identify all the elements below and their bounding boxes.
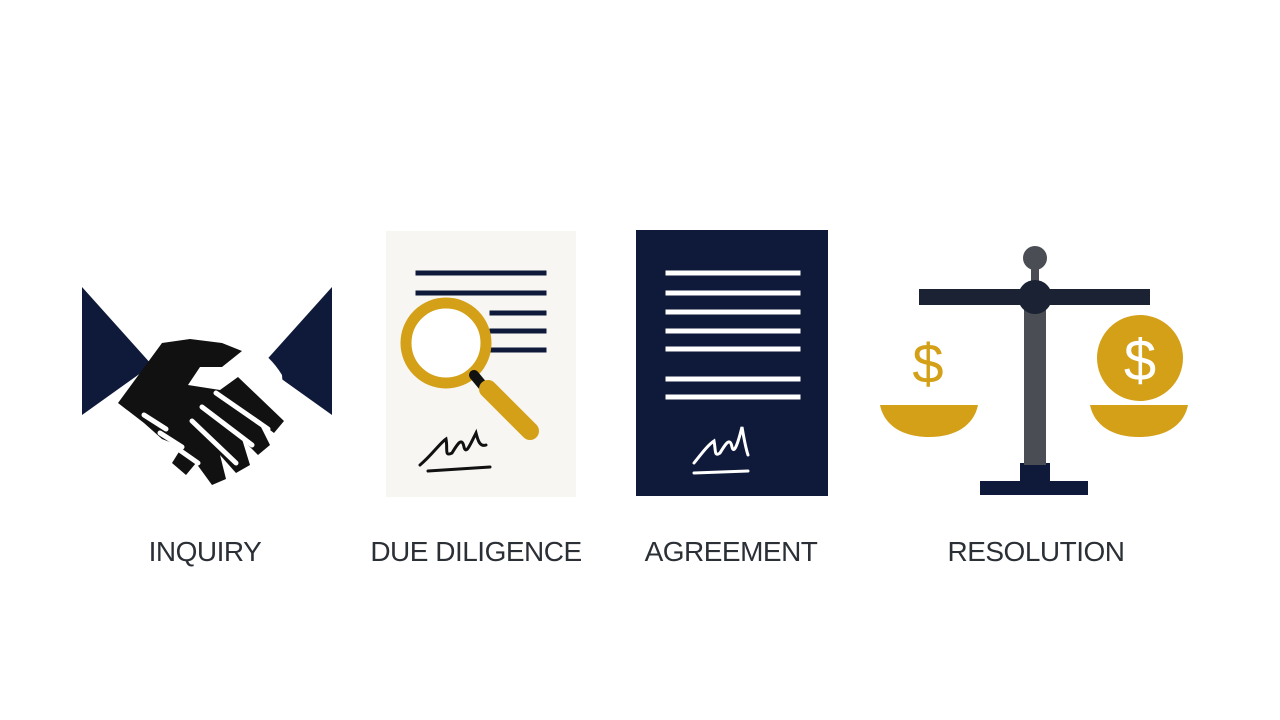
left-scale-pan <box>880 405 978 437</box>
step-label-due-diligence: DUE DILIGENCE <box>370 536 582 567</box>
contract-sheet <box>636 230 828 496</box>
signed-contract-icon <box>636 230 828 496</box>
balance-scale-icon: $ $ <box>880 246 1188 495</box>
signature-mark <box>418 428 488 467</box>
svg-text:$: $ <box>1124 328 1156 393</box>
scale-base <box>980 481 1088 495</box>
right-sleeve <box>262 287 332 415</box>
step-label-resolution: RESOLUTION <box>947 536 1125 567</box>
dollar-icon: $ <box>912 332 943 395</box>
document-magnifier-icon <box>386 231 576 497</box>
step-label-agreement: AGREEMENT <box>644 536 818 567</box>
step-label-inquiry: INQUIRY <box>148 536 262 567</box>
right-scale-pan <box>1090 405 1188 437</box>
magnifier-lens <box>400 297 492 389</box>
magnifier-handle <box>479 380 539 440</box>
signature-mark <box>692 426 750 465</box>
dollar-coin-icon <box>1097 315 1183 401</box>
left-sleeve <box>82 287 152 415</box>
left-hand <box>118 339 284 485</box>
scale-knob <box>1023 246 1047 270</box>
scale-post <box>1024 301 1046 465</box>
handshake-icon <box>82 287 332 485</box>
